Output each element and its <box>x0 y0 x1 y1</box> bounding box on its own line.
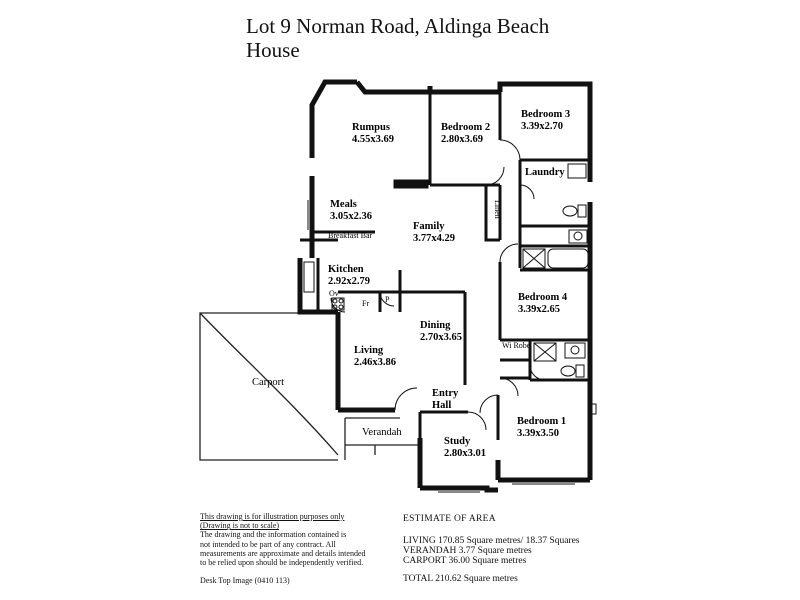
verandah-name: Verandah <box>362 427 402 438</box>
oven-label: Ov <box>329 289 339 298</box>
estimate-total: TOTAL 210.62 Square metres <box>403 574 518 584</box>
family-size: 3.77x4.29 <box>413 233 455 244</box>
rumpus-size: 4.55x3.69 <box>352 134 394 145</box>
carport-name: Carport <box>252 377 284 388</box>
disclaimer-line-4: not intended to be part of any contract.… <box>200 539 336 549</box>
disclaimer-line-3: The drawing and the information containe… <box>200 530 347 540</box>
disclaimer-line-6: to be relied upon should be independentl… <box>200 558 364 568</box>
laundry-name: Laundry <box>525 167 565 178</box>
kitchen-size: 2.92x2.79 <box>328 276 370 287</box>
fridge-label: Fr <box>362 299 369 308</box>
meals-size: 3.05x2.36 <box>330 211 372 222</box>
plan-title: Lot 9 Norman Road, Aldinga Beach House <box>246 14 549 62</box>
area-estimate: ESTIMATE OF AREA LIVING 170.85 Square me… <box>403 514 580 584</box>
rumpus-name: Rumpus <box>352 122 390 133</box>
living-name: Living <box>354 345 384 356</box>
carport-outline <box>199 312 346 461</box>
room-labels: Rumpus 4.55x3.69 Bedroom 2 2.80x3.69 Bed… <box>252 109 570 459</box>
image-code: Desk Top Image (0410 113) <box>200 576 290 586</box>
interior-walls <box>300 92 590 440</box>
title-line-1: Lot 9 Norman Road, Aldinga Beach <box>246 14 550 38</box>
disclaimer-line-1: This drawing is for illustration purpose… <box>200 512 345 521</box>
wirobe-label: Wi Robe <box>502 341 531 350</box>
family-name: Family <box>413 221 445 232</box>
verandah-outline <box>345 417 420 455</box>
estimate-heading: ESTIMATE OF AREA <box>403 514 496 524</box>
bedroom1-size: 3.39x3.50 <box>517 428 559 439</box>
entry-name: Entry <box>432 388 459 399</box>
breakfast-bar-label: Breakfast Bar <box>328 231 373 240</box>
estimate-carport: CARPORT 36.00 Square metres <box>403 556 527 566</box>
kitchen-name: Kitchen <box>328 264 364 275</box>
bedroom4-name: Bedroom 4 <box>518 292 568 303</box>
disclaimer-line-2: (Drawing is not to scale) <box>200 521 280 531</box>
bedroom3-name: Bedroom 3 <box>521 109 570 120</box>
pantry-label: P <box>385 295 390 304</box>
linen-label: Linen <box>493 200 502 219</box>
estimate-verandah: VERANDAH 3.77 Square metres <box>403 546 532 556</box>
estimate-living: LIVING 170.85 Square metres/ 18.37 Squar… <box>403 536 580 546</box>
bedroom2-size: 2.80x3.69 <box>441 134 483 145</box>
bedroom4-size: 3.39x2.65 <box>518 304 560 315</box>
dining-name: Dining <box>420 320 451 331</box>
disclaimer-line-5: measurements are approximate and details… <box>200 548 366 558</box>
bedroom1-name: Bedroom 1 <box>517 416 566 427</box>
bedroom3-size: 3.39x2.70 <box>521 121 563 132</box>
disclaimer-block: This drawing is for illustration purpose… <box>200 512 390 585</box>
fixtures <box>303 163 597 415</box>
windows <box>307 200 575 493</box>
title-line-2: House <box>246 38 300 62</box>
study-name: Study <box>444 436 471 447</box>
dining-size: 2.70x3.65 <box>420 332 462 343</box>
study-size: 2.80x3.01 <box>444 448 486 459</box>
entry-hall-name: Hall <box>432 400 451 411</box>
bedroom2-name: Bedroom 2 <box>441 122 490 133</box>
living-size: 2.46x3.86 <box>354 357 396 368</box>
meals-name: Meals <box>330 199 357 210</box>
door-swings <box>330 139 546 431</box>
